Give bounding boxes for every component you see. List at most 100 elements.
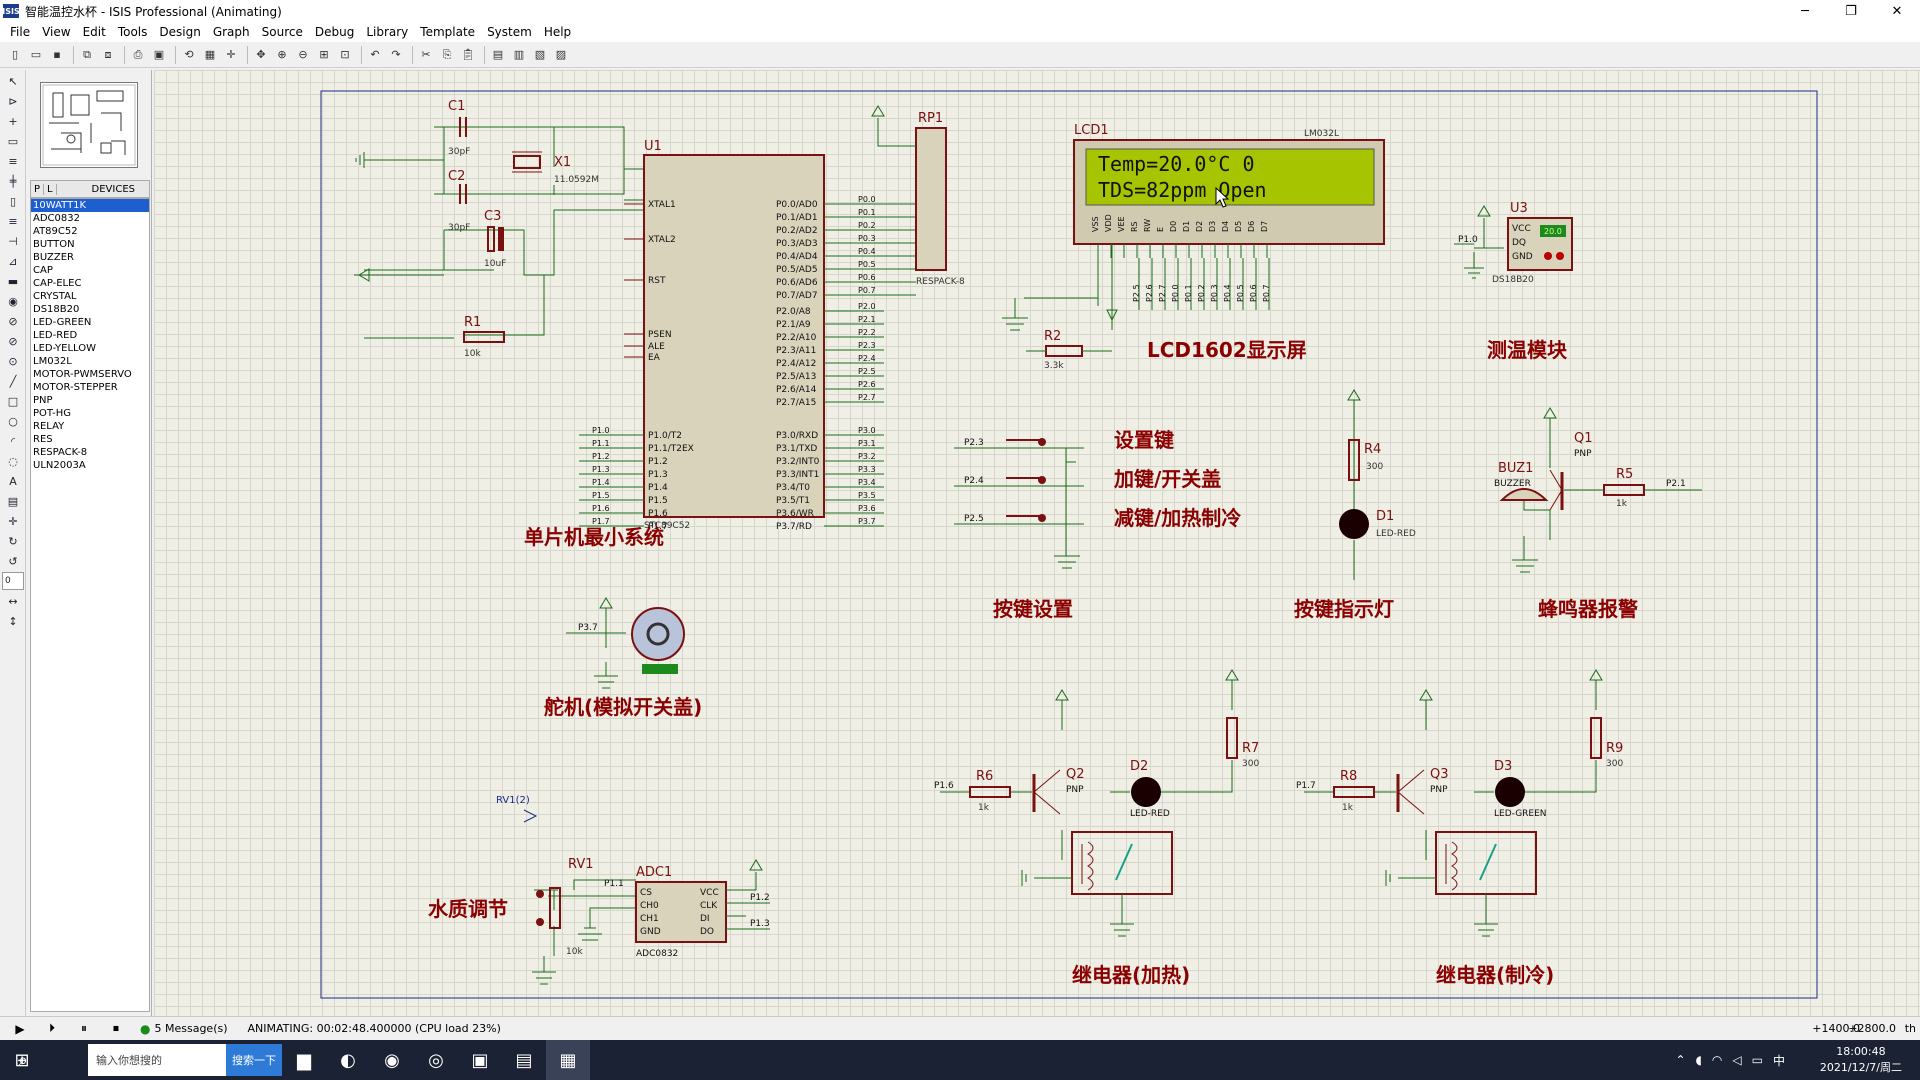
marker-2d-icon[interactable]: ✛ <box>8 514 18 528</box>
block-move-icon[interactable]: ▥ <box>513 48 525 61</box>
relay-cool[interactable] <box>1435 831 1537 895</box>
cut-icon[interactable]: ✂ <box>421 48 431 61</box>
close-button[interactable]: ✕ <box>1891 3 1903 19</box>
device-item[interactable]: RES <box>33 434 53 445</box>
stop-icon[interactable]: ⏹ <box>112 1021 119 1035</box>
symbol-2d-icon[interactable]: ▤ <box>7 494 19 508</box>
mirror-x-icon[interactable]: ↔ <box>8 594 18 608</box>
tape-recorder-icon[interactable]: ▬ <box>7 274 19 288</box>
respack-rp1[interactable]: RP1 RESPACK-8 <box>871 105 965 287</box>
line-2d-icon[interactable]: ╱ <box>9 374 17 388</box>
tab-library[interactable]: L <box>44 183 57 195</box>
menu-template[interactable]: Template <box>420 25 476 39</box>
rotate-cw-icon[interactable]: ↻ <box>8 534 18 548</box>
save-icon[interactable]: ▪ <box>53 48 61 61</box>
subcircuit-icon[interactable]: ▯ <box>9 194 17 208</box>
menu-tools[interactable]: Tools <box>117 25 148 39</box>
menu-design[interactable]: Design <box>159 25 201 39</box>
file-explorer-icon[interactable]: ▆ <box>297 1049 311 1071</box>
minimize-button[interactable]: ─ <box>1801 3 1809 19</box>
device-item[interactable]: BUZZER <box>33 252 74 263</box>
junction-dot-icon[interactable]: + <box>8 114 18 128</box>
device-item[interactable]: DS18B20 <box>33 304 80 315</box>
rotation-angle-field[interactable]: 0 <box>2 572 24 590</box>
print-icon[interactable]: ⎙ <box>133 47 143 61</box>
import-icon[interactable]: ⧉ <box>83 47 91 61</box>
grid-icon[interactable]: ▦ <box>204 48 216 61</box>
taskbar-search-input[interactable]: 输入你想搜的 <box>88 1044 226 1076</box>
editor-app-icon[interactable]: ▣ <box>471 1049 489 1071</box>
media-app-icon[interactable]: ▤ <box>515 1049 533 1071</box>
box-2d-icon[interactable]: □ <box>7 394 19 408</box>
sensor-u3[interactable]: VCC DQ GND 20.0 U3 DS18B20 P1.0 <box>1458 201 1573 285</box>
selection-mode-icon[interactable]: ↖ <box>8 74 18 88</box>
menu-library[interactable]: Library <box>366 25 409 39</box>
resistor-r7[interactable]: R7 300 <box>1226 717 1259 769</box>
arc-2d-icon[interactable]: ◜ <box>10 434 16 448</box>
capacitor-c1[interactable]: C1 30pF <box>448 99 470 157</box>
export-icon[interactable]: ⧈ <box>104 47 112 61</box>
maximize-button[interactable]: ❐ <box>1845 3 1857 19</box>
device-item[interactable]: 10WATT1K <box>31 199 149 212</box>
play-icon[interactable]: ▶ <box>15 1021 25 1036</box>
open-file-icon[interactable]: ▭ <box>30 48 42 61</box>
resistor-r2[interactable]: R2 3.3k <box>1026 329 1112 371</box>
menu-help[interactable]: Help <box>543 25 572 39</box>
block-delete-icon[interactable]: ▨ <box>555 48 567 61</box>
device-item[interactable]: MOTOR-STEPPER <box>33 382 118 393</box>
device-item[interactable]: CRYSTAL <box>33 291 77 302</box>
servo-motor[interactable]: P3.7 <box>578 607 685 674</box>
circle-2d-icon[interactable]: ○ <box>8 414 18 428</box>
device-item[interactable]: ULN2003A <box>33 460 86 471</box>
capacitor-c2[interactable]: C2 30pF <box>448 169 470 233</box>
button-plus[interactable]: P2.4 <box>964 476 1046 486</box>
device-list[interactable]: 10WATT1K ADC0832 AT89C52 BUTTON BUZZER C… <box>30 198 150 1012</box>
device-item[interactable]: PNP <box>33 395 53 406</box>
zoom-out-icon[interactable]: ⊖ <box>298 48 308 61</box>
transistor-q3[interactable]: Q3 PNP <box>1396 767 1449 815</box>
device-item[interactable]: RELAY <box>33 421 65 432</box>
terminal-icon[interactable]: ≡ <box>8 214 18 228</box>
led-d3[interactable]: D3 LED-GREEN <box>1494 759 1547 819</box>
transistor-q2[interactable]: Q2 PNP <box>1032 767 1085 815</box>
ime-indicator[interactable]: 中 <box>1772 1053 1785 1068</box>
messages-count[interactable]: 5 Message(s) <box>154 1022 228 1035</box>
step-icon[interactable]: ⏵ <box>48 1021 55 1035</box>
device-item[interactable]: RESPACK-8 <box>33 447 88 458</box>
copy-icon[interactable]: ⎘ <box>442 47 452 61</box>
graph-icon[interactable]: ⊿ <box>8 254 18 268</box>
isis-taskbar-icon[interactable]: ▦ <box>546 1040 590 1080</box>
crystal-x1[interactable]: X1 11.0592M <box>512 151 599 185</box>
search-app-icon[interactable]: ◎ <box>428 1049 444 1071</box>
rotate-ccw-icon[interactable]: ↺ <box>8 554 18 568</box>
refresh-icon[interactable]: ⟲ <box>184 48 194 61</box>
button-minus[interactable]: P2.5 <box>964 514 1046 524</box>
print-area-icon[interactable]: ▣ <box>153 48 165 61</box>
text-2d-icon[interactable]: A <box>9 474 17 488</box>
resistor-r9[interactable]: R9 300 <box>1590 717 1623 769</box>
taskbar-clock[interactable]: 18:00:48 2021/12/7/周二 <box>1820 1044 1902 1076</box>
potentiometer-rv1[interactable]: RV1 10k <box>536 857 594 957</box>
browser-360-icon[interactable]: ◉ <box>384 1049 400 1071</box>
zoom-all-icon[interactable]: ⊞ <box>319 48 329 61</box>
redo-icon[interactable]: ↷ <box>391 48 401 61</box>
button-set[interactable]: P2.3 <box>964 438 1046 448</box>
virtual-instrument-icon[interactable]: ⊙ <box>8 354 18 368</box>
menu-system[interactable]: System <box>487 25 532 39</box>
overview-window[interactable] <box>40 82 138 168</box>
device-item[interactable]: CAP-ELEC <box>33 278 82 289</box>
device-item[interactable]: BUTTON <box>33 239 75 250</box>
schematic-canvas[interactable]: C1 30pF C2 30pF X1 11.0592M C3 10uF <box>154 70 1920 1016</box>
menu-debug[interactable]: Debug <box>314 25 355 39</box>
edge-browser-icon[interactable]: ◐ <box>340 1049 356 1071</box>
device-item[interactable]: AT89C52 <box>33 226 78 237</box>
path-2d-icon[interactable]: ◌ <box>8 454 18 468</box>
component-mode-icon[interactable]: ⊳ <box>8 94 18 108</box>
led-d2[interactable]: D2 LED-RED <box>1130 759 1170 819</box>
taskbar-search-button[interactable]: 搜索一下 <box>226 1044 282 1076</box>
network-icon[interactable]: ◠ <box>1711 1053 1723 1067</box>
transistor-q1[interactable]: Q1 PNP <box>1549 431 1593 511</box>
undo-icon[interactable]: ↶ <box>370 48 380 61</box>
tab-pick-devices[interactable]: P <box>31 183 45 195</box>
